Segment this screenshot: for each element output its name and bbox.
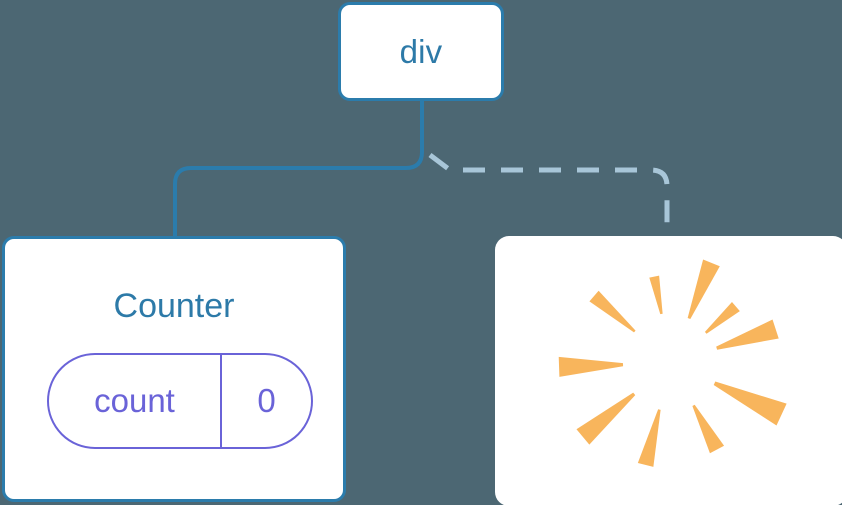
state-pill[interactable]: count 0 xyxy=(47,353,313,449)
burst-ray-9 xyxy=(704,302,740,334)
node-div[interactable]: div xyxy=(338,2,504,101)
node-div-label: div xyxy=(399,33,443,70)
burst-sparkle-icon xyxy=(495,236,842,505)
node-highlight[interactable] xyxy=(495,236,842,505)
burst-ray-3 xyxy=(558,356,624,377)
burst-ray-8 xyxy=(716,319,779,350)
state-pill-value: 0 xyxy=(257,382,276,419)
edge-root-to-counter xyxy=(173,99,424,240)
burst-ray-6 xyxy=(692,404,725,454)
burst-ray-0 xyxy=(687,259,720,320)
burst-rays xyxy=(558,259,787,467)
edge-root-to-sibling xyxy=(428,153,670,238)
burst-ray-7 xyxy=(713,381,787,426)
burst-ray-1 xyxy=(649,275,663,315)
node-counter-label: Counter xyxy=(113,287,235,325)
burst-ray-4 xyxy=(576,392,636,445)
state-pill-key: count xyxy=(49,355,222,447)
node-counter[interactable]: Counter count 0 xyxy=(2,236,346,502)
burst-ray-2 xyxy=(589,290,636,333)
burst-ray-5 xyxy=(637,409,661,467)
